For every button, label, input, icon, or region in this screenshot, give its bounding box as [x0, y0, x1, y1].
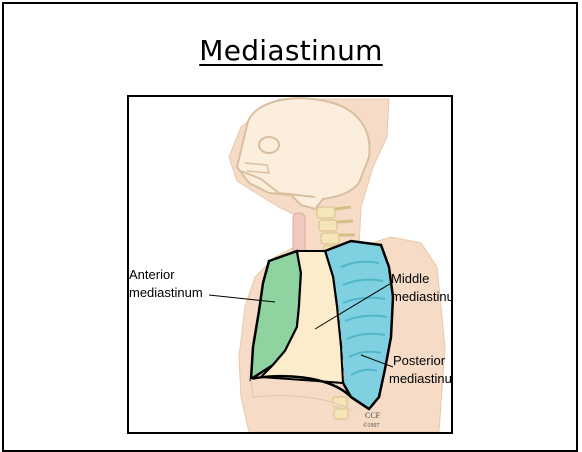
credit-line2: ©1997: [363, 422, 380, 429]
anterior-label-line2: mediastinum: [129, 285, 203, 300]
slide-title: Mediastinum: [0, 34, 582, 67]
middle-label-line2: mediastinum: [391, 289, 451, 304]
middle-label-line1: Middle: [391, 271, 429, 286]
anatomy-figure: Anterior mediastinum Middle mediastinum …: [127, 95, 453, 434]
credit-line1: CCF: [365, 411, 381, 420]
posterior-label-line1: Posterior: [393, 353, 446, 368]
anterior-label-line1: Anterior: [129, 267, 175, 282]
posterior-label-line2: mediastinum: [389, 371, 451, 386]
